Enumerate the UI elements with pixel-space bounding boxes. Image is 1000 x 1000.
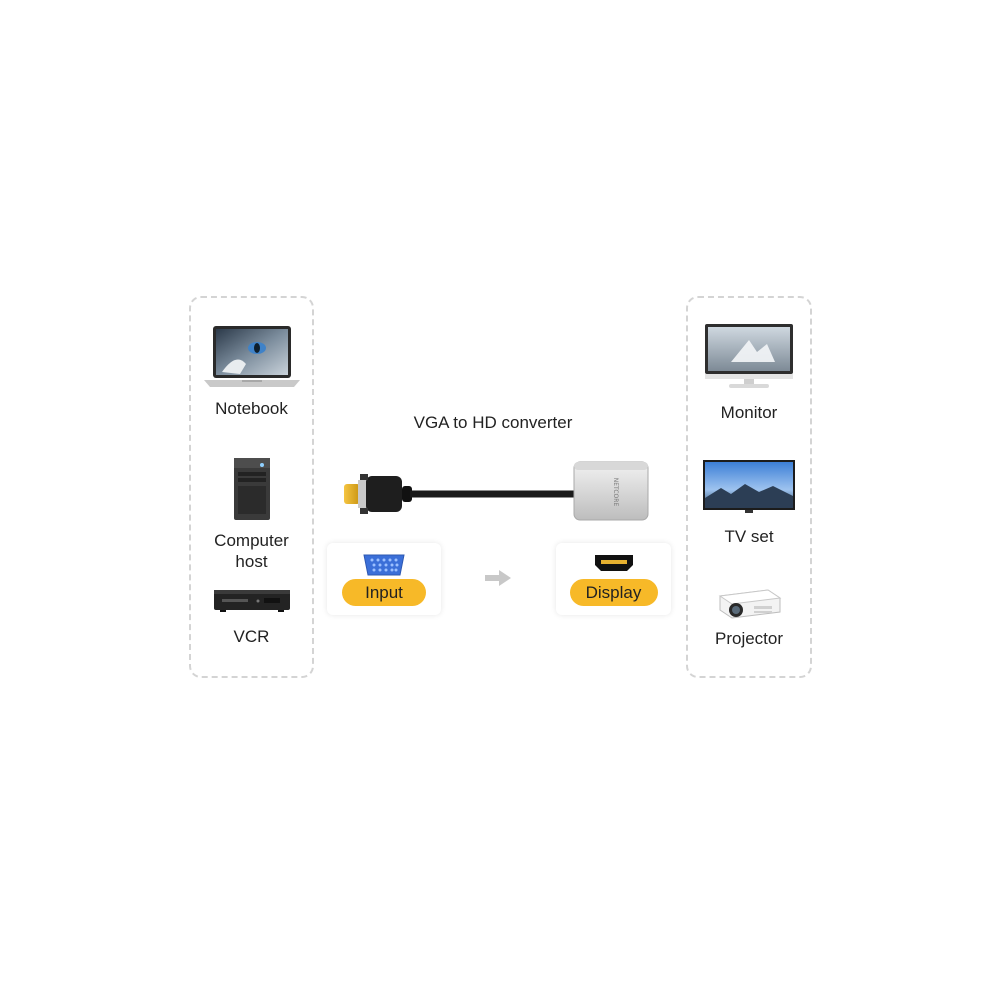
vga-port-icon	[363, 554, 405, 576]
arrow-right-icon	[485, 570, 511, 586]
projector-icon	[718, 589, 782, 619]
tv-set-label: TV set	[724, 527, 774, 546]
vga-plug-icon	[344, 474, 412, 514]
input-port-card: Input	[327, 543, 441, 615]
laptop-icon	[203, 326, 300, 387]
vcr-device: VCR	[191, 586, 312, 647]
projector-device: Projector	[688, 582, 810, 649]
projector-label: Projector	[714, 629, 784, 648]
tv-device: TV set	[688, 458, 810, 547]
notebook-device: Notebook	[191, 324, 312, 419]
vcr-label: VCR	[233, 627, 270, 646]
cable-line	[410, 484, 596, 498]
pc-tower-icon	[233, 458, 270, 520]
source-devices-panel: Notebook Computer host VCR	[189, 296, 314, 678]
brand-text: NETCORE	[612, 478, 619, 507]
hdmi-port-icon	[594, 555, 633, 571]
vcr-icon	[213, 590, 290, 612]
tv-icon	[703, 460, 795, 513]
input-label: Input	[342, 579, 426, 606]
notebook-label: Notebook	[215, 399, 288, 418]
computer-host-device: Computer host	[191, 456, 312, 572]
output-port-card: Display	[556, 543, 671, 615]
monitor-device: Monitor	[688, 322, 810, 423]
computer-host-label: Computer host	[214, 531, 289, 571]
vga-hdmi-cable-illustration: NETCORE	[344, 461, 649, 521]
converter-box: NETCORE	[573, 461, 649, 521]
display-devices-panel: Monitor TV set Projecto	[686, 296, 812, 678]
diagram-title: VGA to HD converter	[413, 413, 573, 432]
display-label: Display	[569, 579, 658, 606]
monitor-icon	[705, 324, 793, 388]
monitor-label: Monitor	[720, 403, 778, 422]
